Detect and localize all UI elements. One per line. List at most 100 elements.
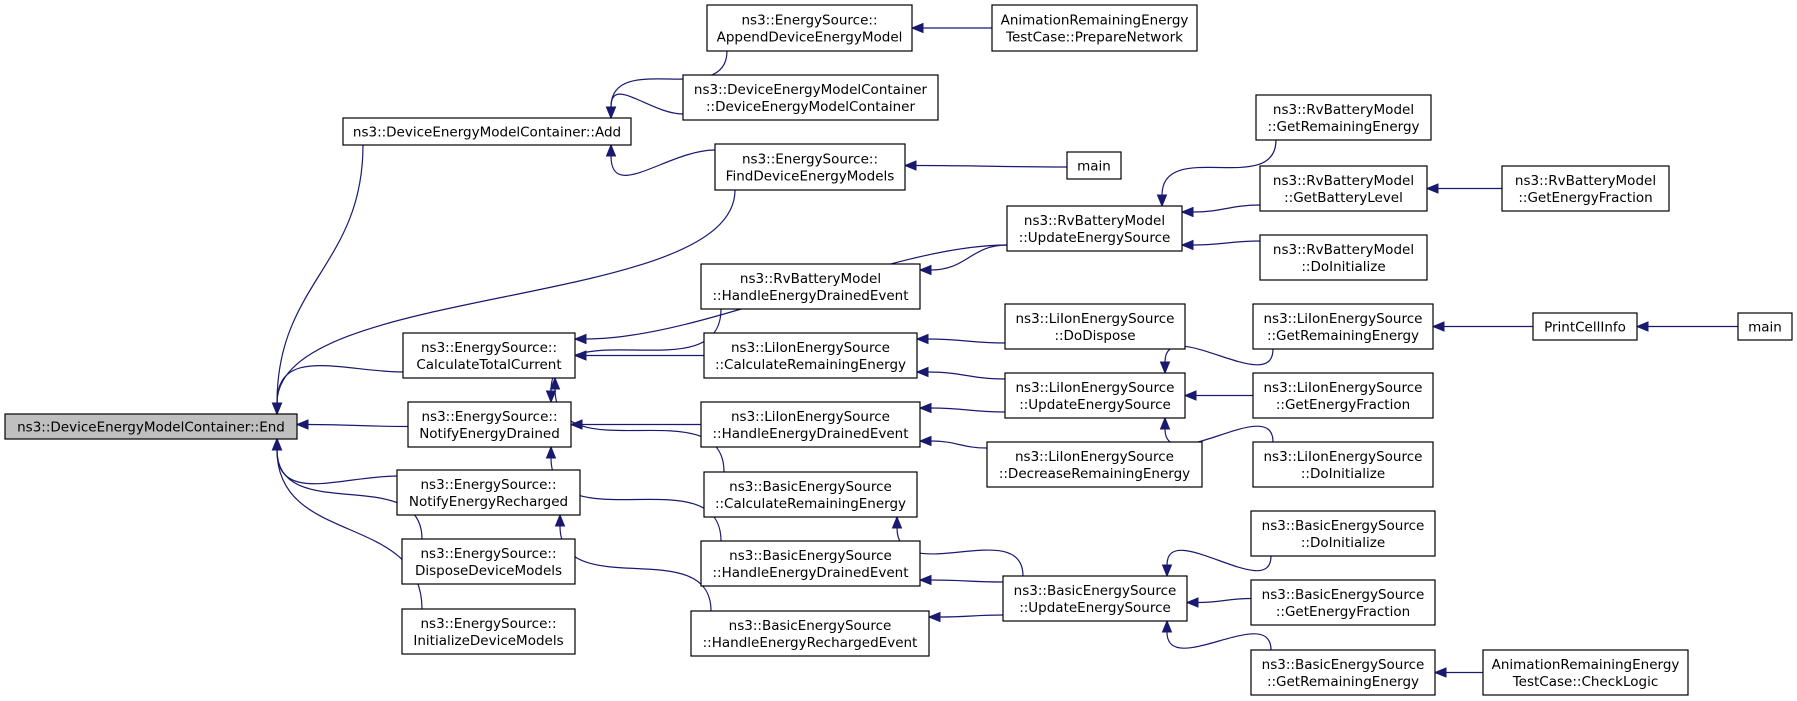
node-rv-drained[interactable]: ns3::RvBatteryModel::HandleEnergyDrained… — [700, 263, 921, 310]
edge-arrowhead — [918, 402, 932, 414]
node-label-line: ::DoInitialize — [1301, 466, 1385, 482]
node-box — [1066, 151, 1122, 180]
edge-basic-update-to-basic-recharged — [927, 611, 1004, 623]
node-label-line: ns3::EnergySource:: — [421, 340, 557, 356]
node-basic-recharged[interactable]: ns3::BasicEnergySource::HandleEnergyRech… — [690, 610, 930, 657]
edge-find-to-add — [605, 143, 716, 176]
node-label-line: ::HandleEnergyDrainedEvent — [712, 565, 908, 581]
node-notify-recharged[interactable]: ns3::EnergySource::NotifyEnergyRecharged — [396, 469, 581, 516]
node-label-line: ns3::EnergySource:: — [420, 477, 556, 493]
node-li-drained[interactable]: ns3::LiIonEnergySource::HandleEnergyDrai… — [700, 401, 921, 448]
node-box — [991, 4, 1198, 52]
node-label-line: ns3::LiIonEnergySource — [1016, 380, 1175, 396]
node-li-doinit[interactable]: ns3::LiIonEnergySource::DoInitialize — [1252, 441, 1434, 488]
node-li-calc[interactable]: ns3::LiIonEnergySource::CalculateRemaini… — [703, 332, 918, 379]
node-label-line: ns3::RvBatteryModel — [1515, 173, 1656, 189]
node-label-line: ::HandleEnergyDrainedEvent — [712, 426, 908, 442]
node-dispose[interactable]: ns3::EnergySource::DisposeDeviceModels — [401, 538, 576, 585]
node-rv-doinit[interactable]: ns3::RvBatteryModel::DoInitialize — [1259, 234, 1428, 281]
node-box — [703, 332, 918, 379]
node-calc-total[interactable]: ns3::EnergySource::CalculateTotalCurrent — [402, 332, 576, 379]
node-add[interactable]: ns3::DeviceEnergyModelContainer::Add — [342, 117, 632, 146]
node-label-line: ::GetRemainingEnergy — [1267, 119, 1419, 135]
edge-arrowhead — [545, 445, 557, 459]
node-label-line: ns3::LiIonEnergySource — [731, 340, 890, 356]
node-label-line: ns3::LiIonEnergySource — [1015, 449, 1174, 465]
node-notify-drained[interactable]: ns3::EnergySource::NotifyEnergyDrained — [407, 401, 572, 448]
edge-arrowhead — [1159, 361, 1171, 375]
node-rv-update[interactable]: ns3::RvBatteryModel::UpdateEnergySource — [1006, 205, 1183, 252]
edge-line — [610, 93, 684, 115]
edge-arrowhead — [554, 513, 566, 527]
node-label-line: NotifyEnergyDrained — [419, 426, 560, 442]
edge-basic-doinit-to-basic-update — [1161, 549, 1272, 578]
edge-line — [276, 189, 736, 404]
node-box — [1252, 441, 1434, 488]
node-box — [714, 143, 906, 191]
node-label-line: ::HandleEnergyDrainedEvent — [712, 288, 908, 304]
node-label-line: ns3::BasicEnergySource — [729, 479, 892, 495]
node-li-update[interactable]: ns3::LiIonEnergySource::UpdateEnergySour… — [1004, 372, 1186, 419]
node-init-models[interactable]: ns3::EnergySource::InitializeDeviceModel… — [401, 608, 576, 655]
edge-arrowhead — [1180, 239, 1194, 251]
node-main2[interactable]: main — [1737, 312, 1793, 341]
edge-arrowhead — [891, 515, 903, 529]
node-label-line: ::CalculateRemainingEnergy — [715, 496, 906, 512]
node-label-line: ::DoInitialize — [1301, 535, 1385, 551]
node-basic-update[interactable]: ns3::BasicEnergySource::UpdateEnergySour… — [1002, 575, 1188, 622]
node-label-line: ::UpdateEnergySource — [1019, 600, 1171, 616]
edge-arrowhead — [569, 419, 583, 430]
edge-basic-fraction-to-basic-update — [1185, 597, 1252, 608]
node-box — [700, 540, 921, 587]
node-main1[interactable]: main — [1066, 151, 1122, 180]
edge-arrowhead — [545, 390, 557, 404]
node-find[interactable]: ns3::EnergySource::FindDeviceEnergyModel… — [714, 143, 906, 191]
node-rv-level[interactable]: ns3::RvBatteryModel::GetBatteryLevel — [1259, 165, 1428, 212]
node-label-line: ns3::EnergySource:: — [421, 409, 557, 425]
node-label-line: NotifyEnergyRecharged — [409, 494, 568, 510]
node-label-line: AppendDeviceEnergyModel — [717, 30, 903, 46]
node-box — [700, 401, 921, 448]
edge-arrowhead — [915, 333, 929, 345]
edge-arrowhead — [271, 437, 283, 451]
node-li-remain[interactable]: ns3::LiIonEnergySource::GetRemainingEner… — [1252, 303, 1434, 350]
node-rv-remain[interactable]: ns3::RvBatteryModel::GetRemainingEnergy — [1255, 94, 1432, 141]
node-anim-check[interactable]: AnimationRemainingEnergyTestCase::CheckL… — [1482, 649, 1689, 696]
node-demc-ctor[interactable]: ns3::DeviceEnergyModelContainer::DeviceE… — [682, 74, 939, 121]
edge-arrowhead — [573, 333, 587, 345]
node-basic-doinit[interactable]: ns3::BasicEnergySource::DoInitialize — [1250, 510, 1436, 557]
node-label-line: ns3::EnergySource:: — [420, 616, 556, 632]
edge-li-doinit-to-li-update — [1159, 416, 1274, 446]
node-basic-drained[interactable]: ns3::BasicEnergySource::HandleEnergyDrai… — [700, 540, 921, 587]
edge-arrowhead — [903, 160, 917, 171]
node-box — [1250, 579, 1436, 626]
edge-arrowhead — [549, 376, 561, 390]
edge-notify-recharged-to-end — [271, 437, 398, 485]
node-li-decrease[interactable]: ns3::LiIonEnergySource::DecreaseRemainin… — [986, 441, 1203, 488]
node-li-fraction[interactable]: ns3::LiIonEnergySource::GetEnergyFractio… — [1252, 372, 1434, 419]
node-end[interactable]: ns3::DeviceEnergyModelContainer::End — [4, 413, 298, 440]
node-basic-remain[interactable]: ns3::BasicEnergySource::GetRemainingEner… — [1250, 649, 1436, 696]
edge-line — [1166, 549, 1272, 572]
node-label-line: ::UpdateEnergySource — [1019, 230, 1171, 246]
node-box — [402, 332, 576, 379]
edge-add-to-end — [271, 144, 364, 416]
node-box — [1252, 372, 1434, 419]
edge-line — [930, 579, 1004, 583]
node-li-dispose[interactable]: ns3::LiIonEnergySource::DoDispose — [1004, 303, 1186, 350]
node-box — [1004, 372, 1186, 419]
node-append[interactable]: ns3::EnergySource::AppendDeviceEnergyMod… — [706, 4, 913, 52]
edge-line — [915, 164, 1068, 168]
node-rv-fraction[interactable]: ns3::RvBatteryModel::GetEnergyFraction — [1501, 165, 1670, 212]
edge-arrowhead — [927, 611, 941, 623]
node-anim-prep[interactable]: AnimationRemainingEnergyTestCase::Prepar… — [991, 4, 1198, 52]
edge-init-models-to-end — [271, 437, 423, 610]
edge-li-dispose-to-li-calc — [915, 333, 1006, 345]
node-print-cell[interactable]: PrintCellInfo — [1532, 312, 1638, 341]
node-label-line: AnimationRemainingEnergy — [1492, 657, 1680, 673]
node-label-line: InitializeDeviceModels — [413, 633, 563, 649]
node-box — [1259, 234, 1428, 281]
node-basic-calc[interactable]: ns3::BasicEnergySource::CalculateRemaini… — [703, 471, 918, 518]
node-basic-fraction[interactable]: ns3::BasicEnergySource::GetEnergyFractio… — [1250, 579, 1436, 626]
node-label-line: ns3::EnergySource:: — [742, 152, 878, 168]
